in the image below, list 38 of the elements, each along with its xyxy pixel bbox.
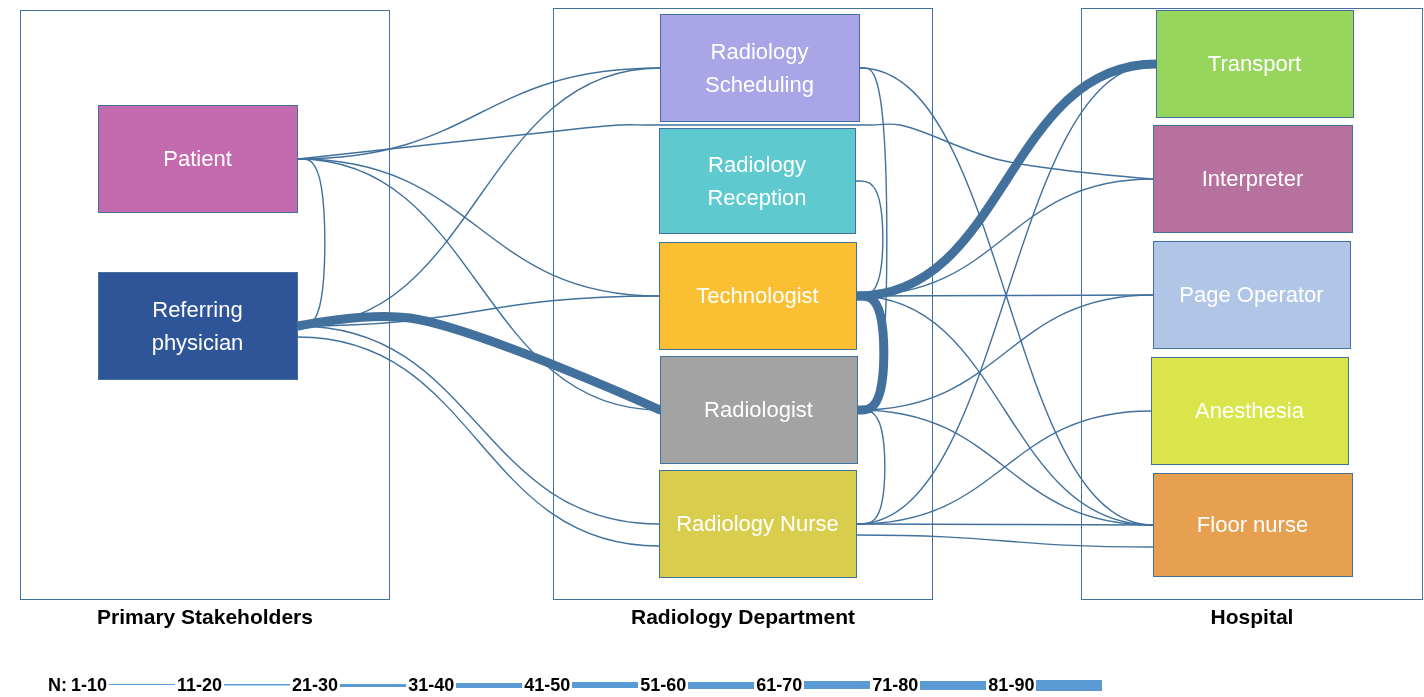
stakeholder-box (659, 13, 860, 122)
stakeholder-box (1150, 356, 1349, 465)
box-label: Referring physician (150, 295, 245, 357)
legend-label: 51-60 (640, 674, 687, 696)
legend-label: 11-20 (177, 674, 223, 696)
stakeholder-box (1152, 472, 1353, 577)
stakeholder-box (1155, 9, 1354, 118)
box-label: Interpreter (1200, 165, 1305, 193)
legend-label: 71-80 (872, 674, 919, 696)
box-label: Radiology Nurse (675, 510, 840, 538)
box-label: Radiology Scheduling (704, 37, 815, 99)
box-label: Page Operator (1178, 281, 1325, 309)
group-heading: Hospital (1209, 605, 1295, 629)
legend-label: 21-30 (292, 674, 339, 696)
stakeholder-box (658, 469, 857, 578)
legend-label: 61-70 (756, 674, 803, 696)
stakeholder-box (659, 355, 858, 464)
legend-label: 31-40 (408, 674, 455, 696)
legend-prefix: N: (48, 674, 67, 696)
stakeholder-box (1152, 124, 1353, 233)
box-label: Technologist (695, 282, 820, 310)
box-label: Floor nurse (1195, 511, 1310, 539)
box-label: Patient (162, 145, 233, 173)
group-heading: Primary Stakeholders (96, 605, 314, 629)
box-label: Radiology Reception (706, 150, 808, 212)
box-label: Radiologist (703, 396, 814, 424)
group-heading: Radiology Department (630, 605, 856, 629)
legend-label: 1-10 (71, 674, 108, 696)
stakeholder-box (97, 271, 298, 380)
stakeholder-box (658, 127, 856, 234)
box-label: Transport (1206, 50, 1303, 78)
box-label: Anesthesia (1194, 397, 1305, 425)
stakeholder-box (97, 104, 298, 213)
stakeholder-box (658, 241, 857, 350)
legend-label: 81-90 (988, 674, 1035, 696)
stakeholder-box (1152, 240, 1351, 349)
legend-label: 41-50 (524, 674, 571, 696)
connector-line (856, 534, 1154, 548)
